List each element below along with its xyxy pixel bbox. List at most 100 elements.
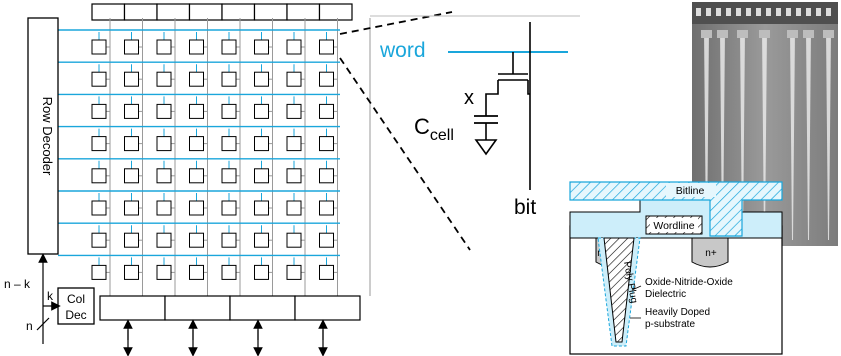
sem-cap — [787, 30, 798, 38]
memory-cell — [221, 103, 237, 119]
dielectric-label-2: Dielectric — [645, 289, 686, 300]
memory-cell — [319, 168, 334, 184]
memory-cell — [189, 264, 204, 280]
memory-cell — [286, 71, 302, 87]
sem-top-pad — [726, 8, 731, 16]
memory-cell — [189, 200, 204, 216]
cross-section: n+ n+ Wordline Bitline Poly Plug Oxide-N… — [569, 181, 783, 355]
memory-cell — [124, 71, 139, 87]
source-wire — [485, 80, 499, 116]
sem-top-pad — [716, 8, 721, 16]
memory-cell — [91, 39, 107, 55]
dielectric-label-1: Oxide-Nitride-Oxide — [645, 277, 733, 288]
wordline-label: Wordline — [653, 220, 694, 232]
dram-array: Row Decoder Col Dec n – k k n — [4, 3, 371, 356]
bitline-label-bg — [666, 183, 716, 197]
memory-cell — [254, 200, 269, 216]
memory-cell — [156, 264, 172, 280]
sem-top-pad — [776, 8, 781, 16]
sem-top-pad — [826, 8, 831, 16]
memory-cell — [254, 39, 269, 55]
memory-cell — [286, 136, 302, 152]
n-label: n — [26, 319, 33, 333]
memory-cell — [319, 264, 334, 280]
bitline-label: Bitline — [676, 185, 705, 197]
memory-cell — [156, 71, 172, 87]
memory-cell — [221, 136, 237, 152]
sem-trench — [720, 30, 725, 240]
memory-cell — [189, 39, 204, 55]
col-dec-label-2: Dec — [65, 308, 86, 322]
sem-top-pad — [756, 8, 761, 16]
sem-cap — [759, 30, 770, 38]
sem-top-pad — [816, 8, 821, 16]
memory-cell — [221, 264, 237, 280]
memory-cell — [254, 232, 269, 248]
memory-cell — [156, 232, 172, 248]
cell-schematic: word x Ccell bit — [370, 15, 580, 219]
n-plus-right-label: n+ — [705, 248, 717, 259]
sem-top-pad — [706, 8, 711, 16]
memory-cell — [319, 200, 334, 216]
sem-top-pad — [696, 8, 701, 16]
memory-cell — [189, 168, 204, 184]
memory-cell — [91, 103, 107, 119]
substrate-label-2: p-substrate — [645, 319, 695, 330]
top-driver — [318, 3, 353, 21]
sem-trench — [740, 30, 745, 240]
top-driver — [91, 3, 126, 21]
memory-cell — [156, 39, 172, 55]
memory-cell — [221, 168, 237, 184]
sem-trenches — [696, 8, 834, 240]
memory-cell — [124, 264, 139, 280]
memory-cell — [319, 232, 334, 248]
memory-cell — [189, 71, 204, 87]
memory-cell — [319, 103, 334, 119]
memory-cell — [189, 103, 204, 119]
memory-cell — [124, 168, 139, 184]
sem-top-pad — [746, 8, 751, 16]
memory-cell — [156, 200, 172, 216]
memory-cell — [254, 71, 269, 87]
memory-cell — [221, 39, 237, 55]
col-dec-label-1: Col — [67, 292, 85, 306]
sem-top-pad — [736, 8, 741, 16]
top-driver — [156, 3, 191, 21]
memory-cell — [124, 136, 139, 152]
sem-top-pad — [786, 8, 791, 16]
sem-cap — [803, 30, 814, 38]
word-label: word — [379, 39, 426, 62]
row-decoder-label: Row Decoder — [40, 97, 55, 176]
sem-cap — [737, 30, 748, 38]
bit-label: bit — [514, 196, 536, 219]
memory-cell — [189, 136, 204, 152]
sem-top-pad — [766, 8, 771, 16]
top-driver — [253, 3, 288, 21]
memory-cell — [91, 136, 107, 152]
memory-cell — [91, 264, 107, 280]
x-node-label: x — [464, 87, 474, 109]
memory-cell — [221, 232, 237, 248]
ground-icon — [474, 139, 498, 156]
sem-trench — [806, 30, 811, 240]
sem-top-pad — [796, 8, 801, 16]
sem-trench — [762, 30, 767, 240]
memory-cell — [124, 103, 139, 119]
row-decoder-box — [27, 17, 59, 255]
memory-cell — [286, 264, 302, 280]
memory-cell — [91, 232, 107, 248]
top-driver — [188, 3, 223, 21]
memory-cell — [91, 200, 107, 216]
sem-cap — [717, 30, 728, 38]
memory-cell — [156, 168, 172, 184]
sem-cap — [823, 30, 834, 38]
memory-cell — [286, 168, 302, 184]
memory-cell — [319, 71, 334, 87]
memory-cell — [286, 39, 302, 55]
memory-cell — [124, 200, 139, 216]
wordline-label-bg — [650, 218, 698, 232]
column-mux — [164, 295, 231, 321]
memory-cell — [254, 168, 269, 184]
